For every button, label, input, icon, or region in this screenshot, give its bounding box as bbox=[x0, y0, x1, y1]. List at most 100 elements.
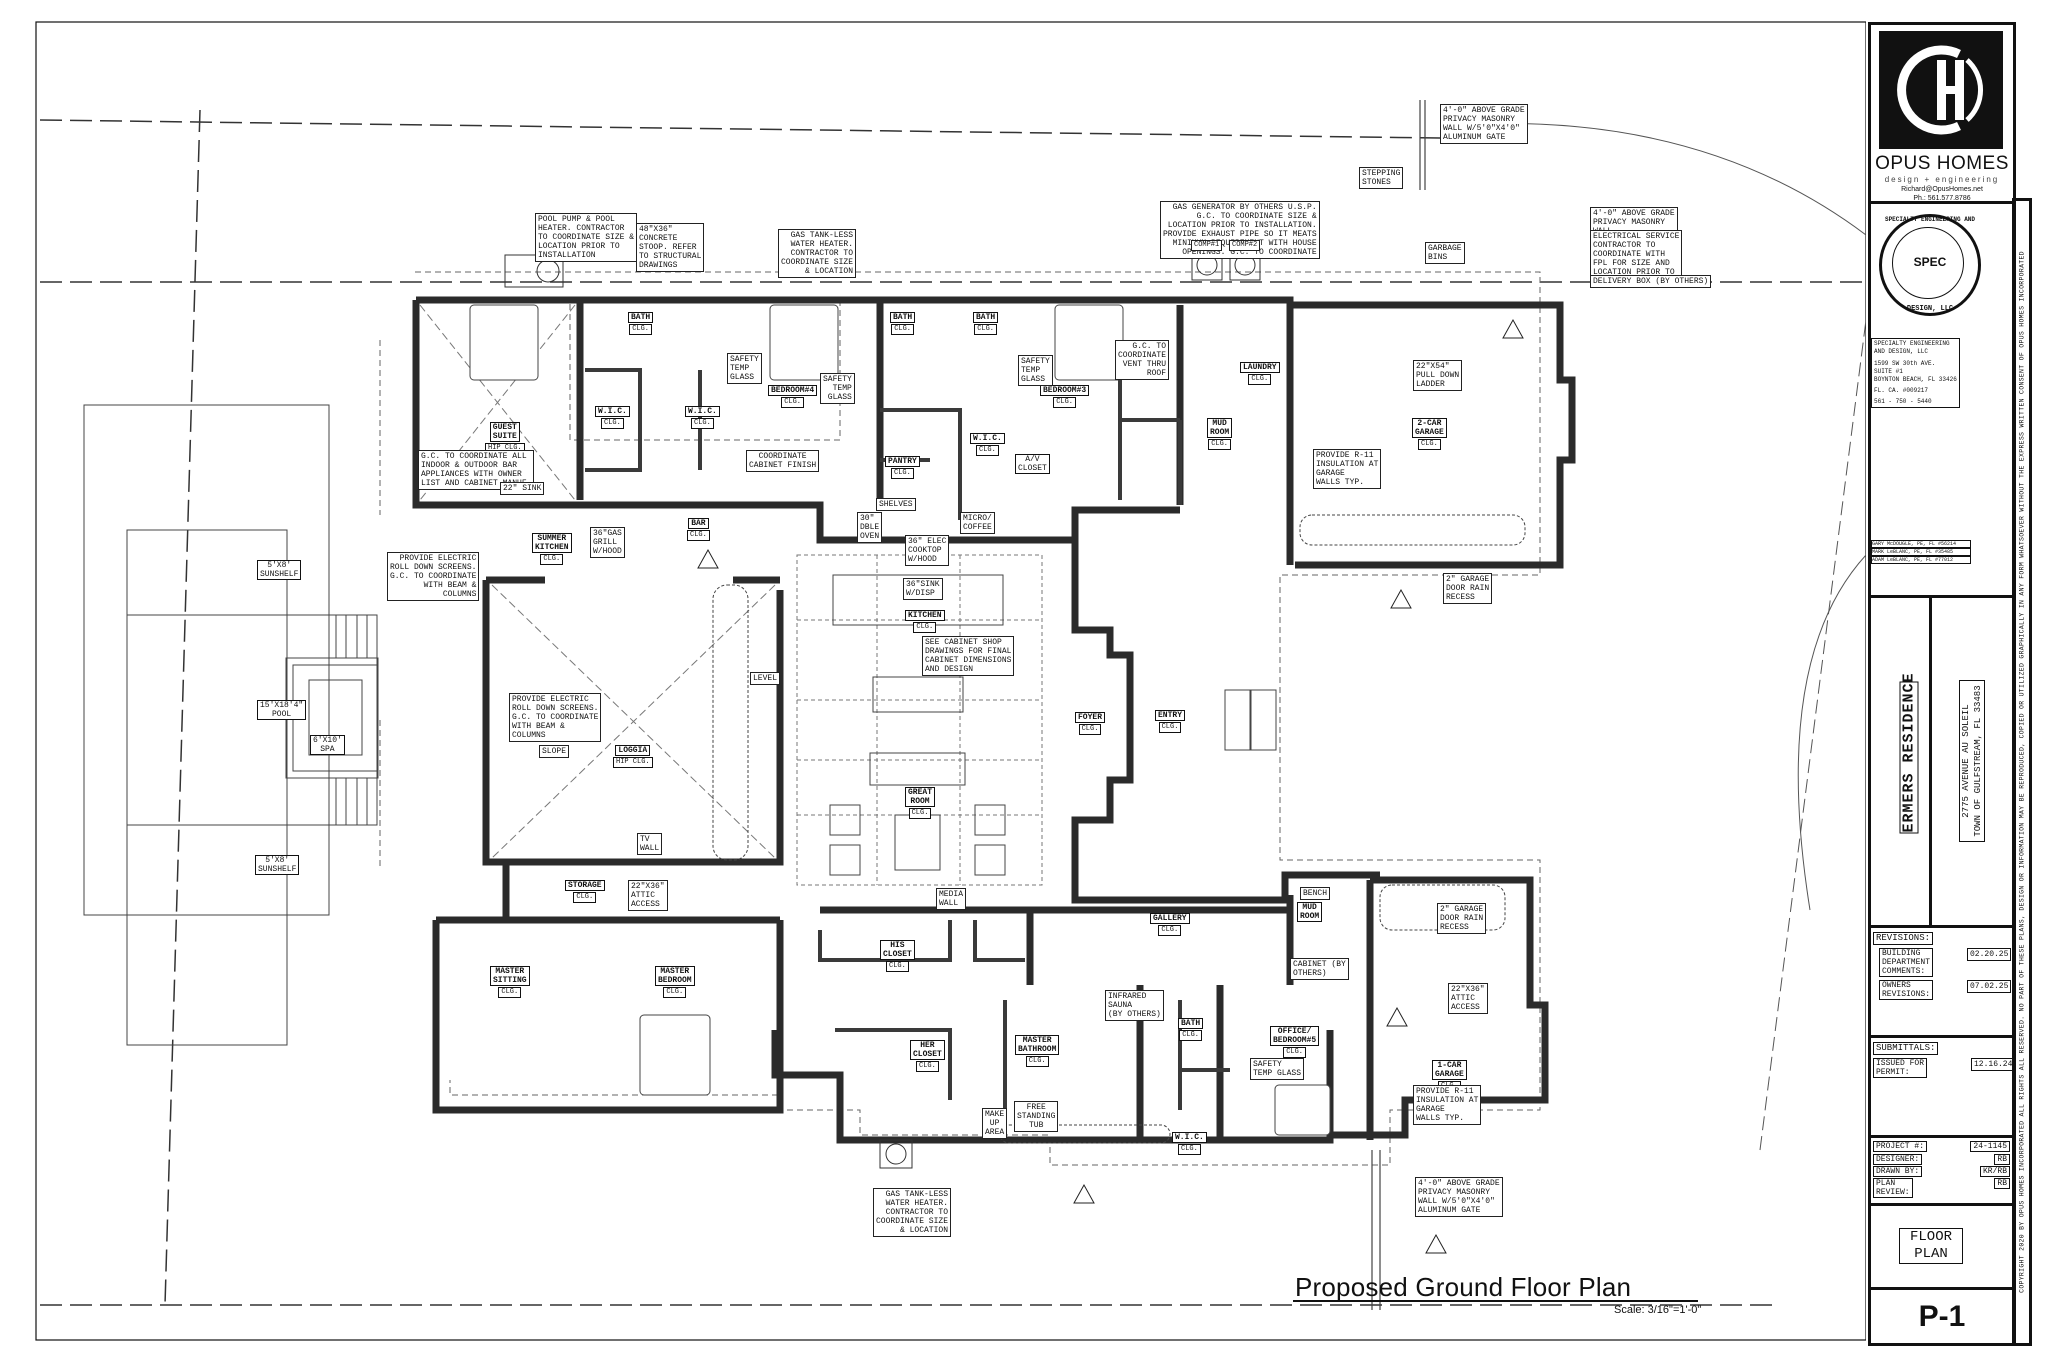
room-name: BATH bbox=[628, 312, 654, 323]
note-shelves: SHELVES bbox=[876, 498, 916, 511]
project-number-value: 24-1145 bbox=[1970, 1141, 2010, 1152]
room-office-bedroom-5: OFFICE/ BEDROOM#5 CLG. bbox=[1270, 1026, 1320, 1058]
room-name: STORAGE bbox=[565, 880, 605, 891]
ceiling-label: CLG. bbox=[601, 418, 624, 429]
room-name: 15'x18'4" POOL bbox=[257, 700, 307, 720]
pool-label: 15'x18'4" POOL bbox=[257, 700, 307, 720]
engineer-3: ADAM LeBLANC, PE, FL #77012 bbox=[1871, 556, 1971, 564]
room-her-closet: HER CLOSET CLG. bbox=[910, 1040, 945, 1072]
project-section: ERMERS RESIDENCE 2775 AVENUE AU SOLEIL T… bbox=[1871, 595, 2013, 928]
title-underline bbox=[1293, 1300, 1698, 1302]
note-free-tub: FREE STANDING TUB bbox=[1014, 1101, 1059, 1132]
room-kitchen: KITCHEN CLG. bbox=[905, 610, 945, 633]
room-wic-2: W.I.C. CLG. bbox=[685, 406, 720, 429]
label-comp-1: COMP#1 bbox=[1191, 240, 1223, 251]
room-mud-room-1: MUD ROOM CLG. bbox=[1207, 418, 1233, 450]
note-water-heater-bottom: GAS TANK-LESS WATER HEATER. CONTRACTOR T… bbox=[873, 1188, 952, 1237]
room-name: 1-CAR GARAGE bbox=[1432, 1060, 1467, 1080]
engineer-1: GARY McDOUGLE, PE, FL #56214 bbox=[1871, 540, 1971, 548]
note-roll-down-left: PROVIDE ELECTRIC ROLL DOWN SCREENS. G.C.… bbox=[387, 552, 480, 601]
revision-1-date: 02.20.25 bbox=[1967, 948, 2012, 961]
plan-review-label: PLAN REVIEW: bbox=[1873, 1178, 1913, 1198]
room-bedroom-3: BEDROOM#3 CLG. bbox=[1040, 385, 1090, 408]
room-name: BATH bbox=[890, 312, 916, 323]
note-slope: SLOPE bbox=[539, 745, 570, 758]
room-2-car-garage: 2-CAR GARAGE CLG. bbox=[1412, 418, 1447, 450]
note-r11-bottom: PROVIDE R-11 INSULATION AT GARAGE WALLS … bbox=[1413, 1085, 1482, 1125]
note-garage-recess-bottom: 2" GARAGE DOOR RAIN RECESS bbox=[1437, 903, 1487, 934]
revisions-label: REVISIONS: bbox=[1873, 932, 1934, 945]
note-attic-access-right: 22"x36" ATTIC ACCESS bbox=[1448, 983, 1488, 1014]
note-infrared-sauna: INFRARED SAUNA (BY OTHERS) bbox=[1105, 990, 1164, 1021]
room-name: 5'x8' SUNSHELF bbox=[257, 560, 302, 580]
room-loggia: LOGGIA HIP CLG. bbox=[613, 745, 653, 768]
designer-value: RB bbox=[1994, 1154, 2010, 1165]
note-cabinet-shop: SEE CABINET SHOP DRAWINGS FOR FINAL CABI… bbox=[922, 636, 1015, 676]
engineer-seal: SPECIALTY ENGINEERING AND SPEC DESIGN, L… bbox=[1879, 214, 1981, 316]
ceiling-label: CLG. bbox=[886, 961, 909, 972]
ceiling-label: CLG. bbox=[1025, 1056, 1049, 1067]
ceiling-label: CLG. bbox=[1179, 1030, 1202, 1041]
room-name: MUD ROOM bbox=[1207, 418, 1233, 438]
room-wic-3: W.I.C. CLG. bbox=[970, 433, 1005, 456]
ceiling-label: CLG. bbox=[913, 622, 937, 633]
firm-tagline: design + engineering bbox=[1884, 175, 2000, 184]
ceiling-label: HIP CLG. bbox=[613, 757, 653, 768]
room-name: MASTER BEDROOM bbox=[655, 966, 695, 986]
ceiling-label: CLG. bbox=[629, 324, 652, 335]
sheet-title: FLOOR PLAN bbox=[1899, 1228, 1963, 1264]
ceiling-label: CLG. bbox=[498, 987, 522, 998]
room-bar: BAR CLG. bbox=[687, 518, 710, 541]
room-bedroom-4: BEDROOM#4 CLG. bbox=[768, 385, 818, 408]
ceiling-label: CLG. bbox=[1208, 439, 1231, 450]
note-media-wall: MEDIA WALL bbox=[936, 888, 967, 910]
room-master-bedroom: MASTER BEDROOM CLG. bbox=[655, 966, 695, 998]
room-name: W.I.C. bbox=[1172, 1132, 1207, 1143]
floor-plan-drawing bbox=[35, 21, 1866, 1341]
firm-name: OPUS HOMES bbox=[1875, 153, 2009, 174]
project-address: 2775 AVENUE AU SOLEIL TOWN OF GULFSTREAM… bbox=[1959, 680, 1985, 842]
note-stepping-stones: STEPPING STONES bbox=[1359, 167, 1404, 189]
room-name: BATH bbox=[973, 312, 999, 323]
room-foyer: FOYER CLG. bbox=[1075, 712, 1106, 735]
engineer-phone: 561 - 750 - 5440 bbox=[1874, 398, 1932, 405]
submittals-label: SUBMITTALS: bbox=[1873, 1042, 1939, 1055]
engineer-address-1: 1599 SW 30th AVE. bbox=[1874, 360, 1936, 367]
note-cooktop: 36" ELEC COOKTOP W/HOOD bbox=[905, 535, 950, 566]
note-r11-top: PROVIDE R-11 INSULATION AT GARAGE WALLS … bbox=[1313, 449, 1382, 489]
room-name: PANTRY bbox=[885, 456, 920, 467]
room-name: MASTER BATHROOM bbox=[1015, 1035, 1060, 1055]
room-name: HER CLOSET bbox=[910, 1040, 945, 1060]
room-name: A/V CLOSET bbox=[1015, 454, 1050, 474]
note-concrete-stoop: 48"x36" CONCRETE STOOP. REFER TO STRUCTU… bbox=[636, 223, 705, 272]
sheet-number-section: P-1 bbox=[1871, 1287, 2013, 1343]
room-name: FOYER bbox=[1075, 712, 1106, 723]
room-bath-3: BATH CLG. bbox=[973, 312, 999, 335]
note-delivery-box: DELIVERY BOX (BY OTHERS) bbox=[1590, 275, 1712, 288]
sunshelf-label-2: 5'x8' SUNSHELF bbox=[255, 855, 300, 875]
label-comp-2: COMP#2 bbox=[1229, 240, 1261, 251]
room-name: SUMMER KITCHEN bbox=[532, 533, 572, 553]
room-bath-1: BATH CLG. bbox=[628, 312, 654, 335]
note-gas-grill: 36"GAS GRILL W/HOOD bbox=[590, 527, 625, 558]
note-coordinate-cabinet: COORDINATE CABINET FINISH bbox=[746, 450, 820, 472]
room-av-closet: A/V CLOSET bbox=[1015, 454, 1050, 474]
revision-2-date: 07.02.25 bbox=[1967, 980, 2012, 993]
room-name: KITCHEN bbox=[905, 610, 945, 621]
room-summer-kitchen: SUMMER KITCHEN CLG. bbox=[532, 533, 572, 565]
submittal-1-date: 12.16.24 bbox=[1971, 1058, 2016, 1071]
firm-logo bbox=[1879, 31, 2003, 149]
submittal-1-desc: ISSUED FOR PERMIT: bbox=[1873, 1058, 1928, 1078]
firm-email: Richard@OpusHomes.net bbox=[1901, 186, 1983, 193]
note-22-sink: 22" SINK bbox=[500, 482, 545, 495]
note-attic-access-left: 22"x36" ATTIC ACCESS bbox=[628, 880, 668, 911]
room-storage: STORAGE CLG. bbox=[565, 880, 605, 903]
note-tv-wall: TV WALL bbox=[637, 833, 663, 855]
seal-center: SPEC bbox=[1913, 255, 1947, 269]
ceiling-label: CLG. bbox=[1178, 1144, 1201, 1155]
note-safety-glass-3: SAFETY TEMP GLASS bbox=[1018, 355, 1053, 386]
note-pool-pump: POOL PUMP & POOL HEATER. CONTRACTOR TO C… bbox=[535, 213, 638, 262]
room-master-bathroom: MASTER BATHROOM CLG. bbox=[1015, 1035, 1060, 1067]
room-wic-4: W.I.C. CLG. bbox=[1172, 1132, 1207, 1155]
designer-label: DESIGNER: bbox=[1873, 1154, 1923, 1165]
